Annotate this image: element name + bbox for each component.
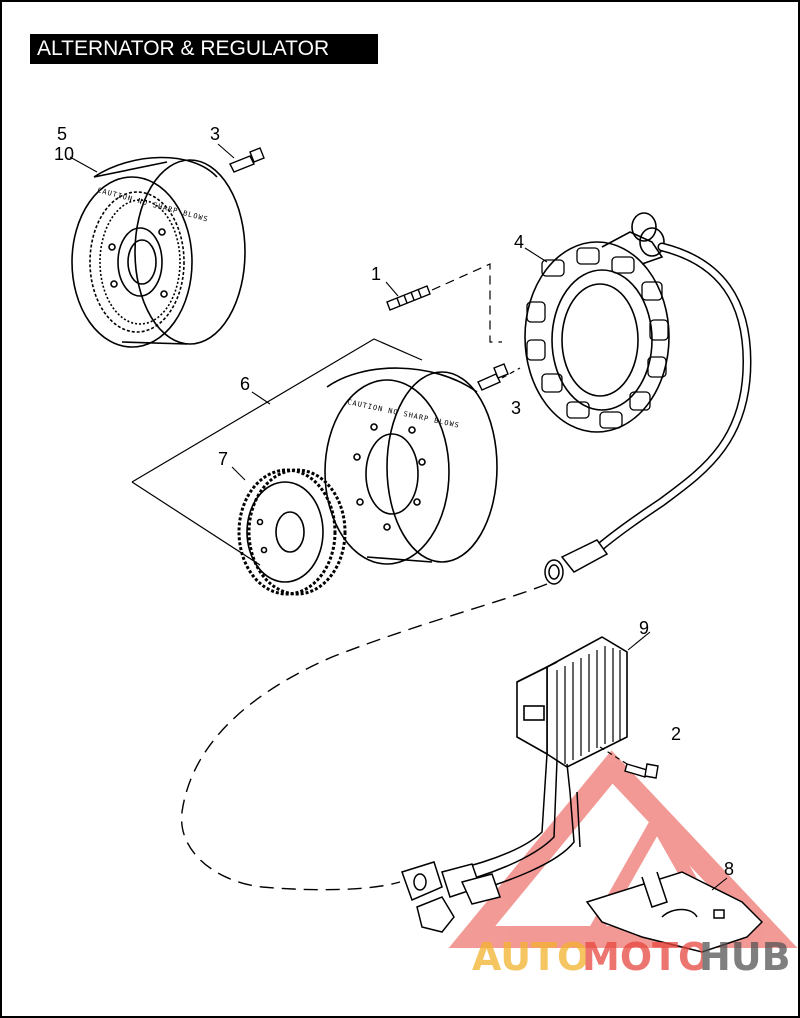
callout-5: 5 bbox=[57, 124, 67, 144]
bolt-3-mid-leader bbox=[501, 367, 521, 379]
stud-1-part bbox=[386, 285, 431, 311]
callout-2: 2 bbox=[671, 724, 681, 744]
callout-9: 9 bbox=[639, 618, 649, 638]
callout-3-mid: 3 bbox=[511, 398, 521, 418]
callout-7: 7 bbox=[218, 449, 228, 469]
wire-route-dashed-line bbox=[180, 583, 548, 891]
assembly-6-bracket-top bbox=[131, 338, 423, 483]
callout-10: 10 bbox=[54, 144, 74, 164]
watermark-moto: MOTO bbox=[582, 935, 710, 979]
watermark-auto: AUTO bbox=[472, 935, 589, 979]
callout-8: 8 bbox=[724, 859, 734, 879]
watermark-text: AUTO MOTO HUB bbox=[472, 935, 791, 979]
stator-plug-part bbox=[544, 539, 609, 585]
callout-6: 6 bbox=[240, 374, 250, 394]
callout-leader-lines bbox=[69, 143, 728, 891]
callout-3-top: 3 bbox=[210, 124, 220, 144]
assembly-6-bracket-bottom bbox=[131, 481, 261, 566]
rotor-top-caption: CAUTION NO SHARP BLOWS bbox=[96, 186, 209, 223]
sprocket-7-part bbox=[237, 468, 347, 596]
bolt-3-mid-part bbox=[477, 363, 509, 391]
bracket-8-part bbox=[585, 871, 764, 953]
rotor-mid-caption: CAUTION NO SHARP BLOWS bbox=[347, 398, 461, 430]
stud-1-leader-line bbox=[431, 263, 502, 343]
rotor-mid-part bbox=[324, 367, 498, 565]
diagram-title: ALTERNATOR & REGULATOR bbox=[30, 34, 378, 64]
bolt-2-part bbox=[624, 763, 659, 779]
callout-1: 1 bbox=[371, 264, 381, 284]
regulator-connectors-part bbox=[401, 861, 501, 933]
stator-cable-fill bbox=[597, 244, 751, 550]
regulator-9-part bbox=[516, 636, 628, 768]
stator-4-part bbox=[524, 212, 670, 433]
callout-4: 4 bbox=[514, 232, 524, 252]
watermark-hub: HUB bbox=[699, 935, 791, 979]
rotor-top-part bbox=[71, 156, 246, 348]
stator-cable-outline bbox=[595, 242, 752, 552]
bolt-3-top-part bbox=[229, 147, 265, 173]
